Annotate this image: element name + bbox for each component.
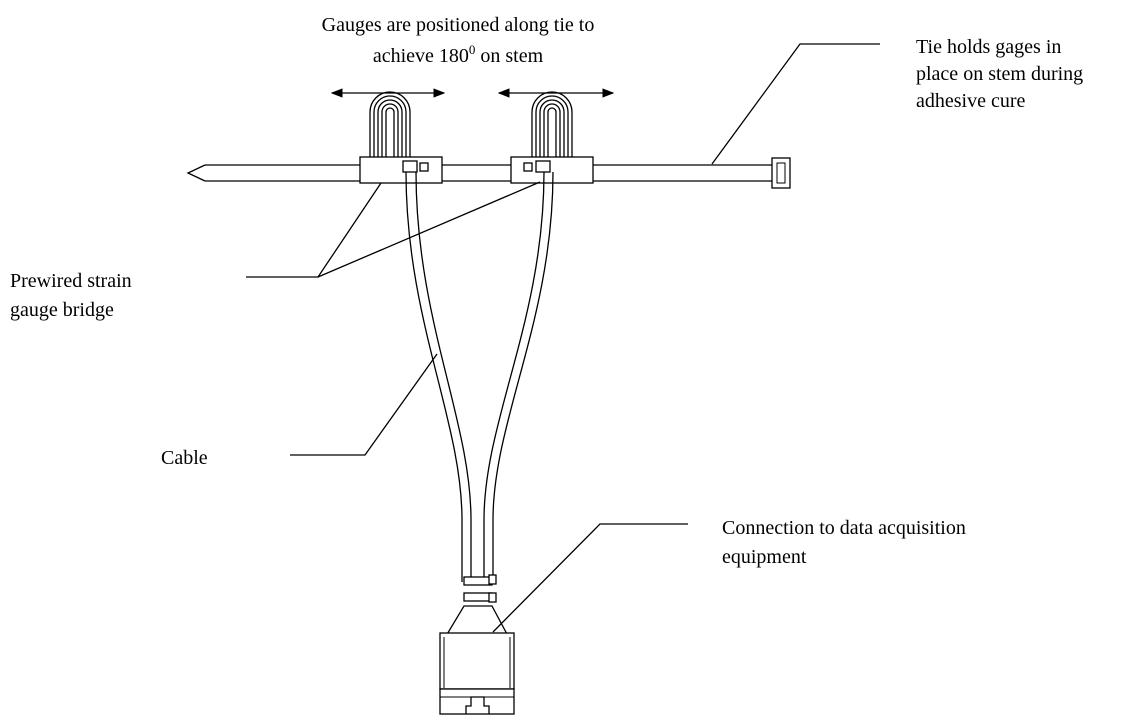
connection-label-line1: Connection to data acquisition — [722, 517, 966, 539]
gauges-label-line1: Gauges are positioned along tie to — [322, 14, 595, 36]
cable-wires — [405, 171, 554, 582]
gauge-block-right — [510, 156, 594, 184]
prewired-label-line2: gauge bridge — [10, 299, 114, 321]
tie-label-line3: adhesive cure — [916, 90, 1026, 112]
connector — [439, 574, 515, 715]
cable-tie — [186, 157, 791, 189]
prewired-label-line1: Prewired strain — [10, 270, 132, 292]
cable-label: Cable — [161, 447, 208, 469]
gauge-block-left — [359, 156, 443, 184]
gauge-coil-right — [531, 91, 573, 158]
connection-label-line2: equipment — [722, 546, 807, 568]
gauges-label-line2: achieve 1800 on stem — [373, 42, 544, 67]
leader-lines — [246, 43, 880, 633]
tie-label-line1: Tie holds gages in — [916, 36, 1061, 58]
tie-label-line2: place on stem during — [916, 63, 1083, 85]
gauge-coil-left — [369, 91, 411, 158]
